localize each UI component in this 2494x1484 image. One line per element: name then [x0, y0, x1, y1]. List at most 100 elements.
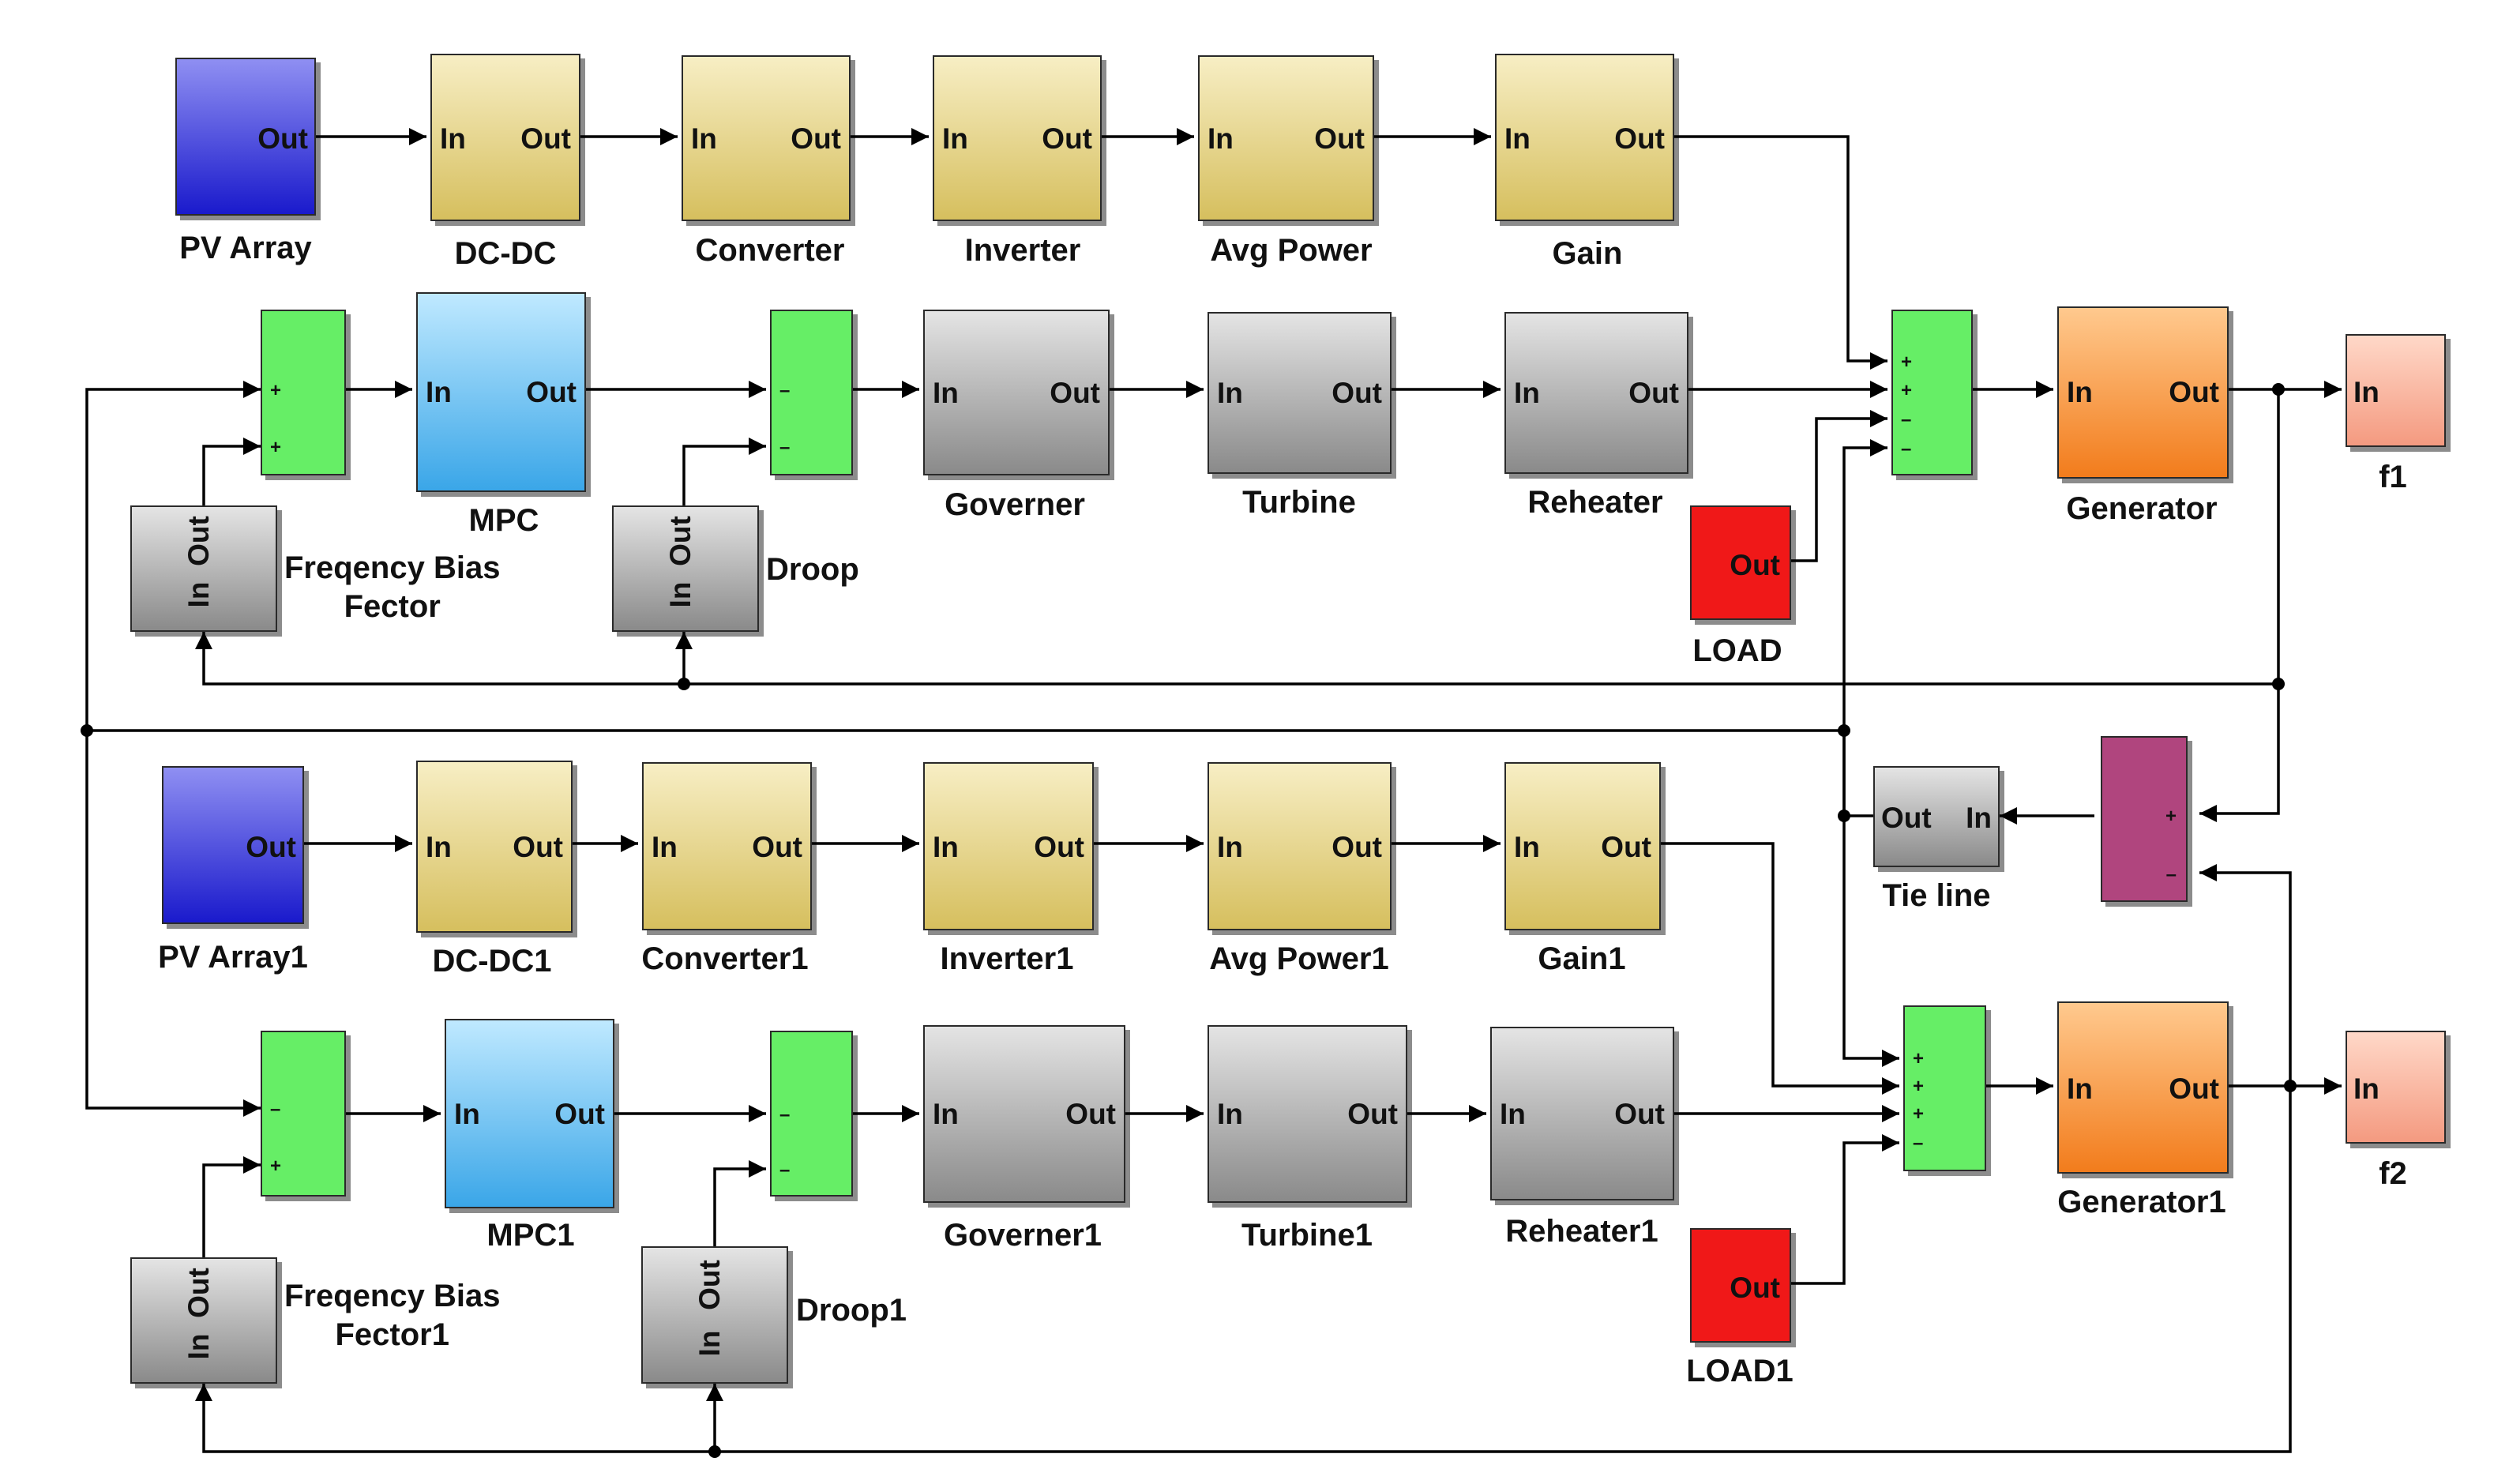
junction-dot	[678, 678, 690, 690]
governor-block[interactable]: In Out	[923, 310, 1110, 475]
main-sum-1-block[interactable]: + + + –	[1903, 1005, 1986, 1171]
out-port: Out	[2169, 1073, 2219, 1105]
in-port: In	[693, 1330, 726, 1357]
out-port: Out	[1730, 1272, 1780, 1304]
out-port: Out	[693, 1260, 726, 1310]
generator-1-label: Generator1	[2057, 1185, 2226, 1219]
freq-bias-1-label-line1: Freqency Bias	[284, 1279, 501, 1313]
turbine-block[interactable]: In Out	[1208, 312, 1392, 474]
governor-1-block[interactable]: In Out	[923, 1025, 1125, 1203]
freq-bias-label-line2: Fector	[344, 588, 441, 624]
junction-dot	[708, 1445, 721, 1458]
sum-sign: –	[1901, 438, 1912, 460]
in-port: In	[691, 122, 717, 155]
gain-1-label: Gain1	[1538, 941, 1626, 976]
reheater-1-label: Reheater1	[1505, 1214, 1658, 1249]
out-port: Out	[1332, 377, 1382, 409]
pv-array-1-block[interactable]: Out	[162, 766, 304, 924]
tie-sum-block[interactable]: + –	[2101, 736, 2188, 902]
reheater-1-block[interactable]: In Out	[1490, 1027, 1674, 1200]
dcdc-block[interactable]: In Out	[430, 54, 580, 221]
junction-dot	[1838, 724, 1850, 737]
in-port: In	[664, 581, 697, 608]
out-port: Out	[664, 516, 697, 566]
out-port: Out	[1042, 122, 1092, 155]
sum-sign: –	[779, 1104, 791, 1125]
generator-block[interactable]: In Out	[2057, 306, 2229, 479]
out-port: Out	[1614, 122, 1665, 155]
bias-sum-block[interactable]: + +	[261, 310, 346, 475]
reheater-block[interactable]: In Out	[1504, 312, 1688, 474]
dcdc-1-block[interactable]: In Out	[416, 761, 573, 933]
wire-gain-summain	[1674, 135, 1887, 370]
droop-block[interactable]: Out In	[612, 505, 759, 632]
gain-block[interactable]: In Out	[1495, 54, 1674, 221]
out-port: Out	[1730, 549, 1780, 581]
wire-load-summain	[1791, 410, 1887, 562]
out-port: Out	[520, 122, 571, 155]
avg-power-1-block[interactable]: In Out	[1208, 762, 1392, 930]
wire-bias1-out-sum	[202, 1156, 261, 1257]
in-port: In	[2067, 376, 2093, 408]
wire-bias-out-sum	[202, 438, 261, 505]
in-port: In	[1504, 122, 1531, 155]
out-port: Out	[554, 1098, 605, 1130]
in-port: In	[1514, 377, 1540, 409]
in-port: In	[2067, 1073, 2093, 1105]
bias-sum-1-block[interactable]: – +	[261, 1031, 346, 1197]
sum-sign: –	[1913, 1133, 1924, 1154]
sum-sign: +	[270, 437, 282, 458]
junction-dot	[1838, 810, 1850, 822]
out-port: Out	[1601, 831, 1651, 863]
sum-sign: –	[779, 380, 791, 401]
turbine-1-block[interactable]: In Out	[1208, 1025, 1407, 1203]
avg-power-1-label: Avg Power1	[1209, 941, 1389, 976]
avg-power-block[interactable]: In Out	[1198, 55, 1374, 221]
converter-1-label: Converter1	[641, 941, 809, 976]
gain-1-block[interactable]: In Out	[1504, 762, 1661, 930]
freq-bias-1-block[interactable]: Out In	[130, 1257, 277, 1384]
wire-f1-bias-droop-feedback	[195, 632, 2278, 686]
droop-1-block[interactable]: Out In	[641, 1246, 788, 1384]
scope-f2-block[interactable]: In	[2346, 1031, 2446, 1144]
inverter-1-label: Inverter1	[940, 941, 1074, 976]
freq-bias-block[interactable]: Out In	[130, 505, 277, 632]
pv-array-block[interactable]: Out	[175, 58, 316, 216]
droop-sum-block[interactable]: – –	[770, 310, 853, 475]
sum-sign: +	[1913, 1048, 1925, 1069]
scope-f1-block[interactable]: In	[2346, 334, 2446, 447]
in-port: In	[1500, 1098, 1526, 1130]
out-port: Out	[1034, 831, 1084, 863]
droop-sum-1-block[interactable]: – –	[770, 1031, 853, 1197]
in-port: In	[440, 122, 466, 155]
in-port: In	[942, 122, 968, 155]
in-port: In	[1217, 377, 1243, 409]
mpc-block[interactable]: In Out	[416, 292, 586, 492]
inverter-1-block[interactable]: In Out	[923, 762, 1094, 930]
freq-bias-label: Freqency Bias Fector	[284, 549, 500, 626]
main-sum-block[interactable]: + + – –	[1891, 310, 1973, 475]
in-port: In	[454, 1098, 480, 1130]
inverter-block[interactable]: In Out	[933, 55, 1102, 221]
generator-1-block[interactable]: In Out	[2057, 1001, 2229, 1174]
in-port: In	[652, 831, 678, 863]
out-port: Out	[1881, 802, 1932, 834]
in-port: In	[1966, 802, 1992, 834]
mpc-1-block[interactable]: In Out	[445, 1019, 614, 1208]
in-port: In	[933, 377, 959, 409]
tie-line-block[interactable]: Out In	[1873, 766, 2000, 867]
droop-1-label: Droop1	[796, 1293, 907, 1328]
dcdc-1-label: DC-DC1	[432, 944, 552, 979]
governor-label: Governer	[945, 487, 1085, 522]
converter-1-block[interactable]: In Out	[642, 762, 812, 930]
in-port: In	[426, 376, 452, 408]
converter-block[interactable]: In Out	[682, 55, 851, 221]
out-port: Out	[752, 831, 802, 863]
load-label: LOAD	[1692, 633, 1782, 668]
load-block[interactable]: Out	[1690, 505, 1791, 620]
load-1-block[interactable]: Out	[1690, 1228, 1791, 1343]
sum-sign: –	[779, 437, 791, 458]
freq-bias-1-label-line2: Fector1	[335, 1317, 449, 1352]
in-port: In	[182, 1333, 215, 1360]
mpc-1-label: MPC1	[486, 1218, 575, 1253]
